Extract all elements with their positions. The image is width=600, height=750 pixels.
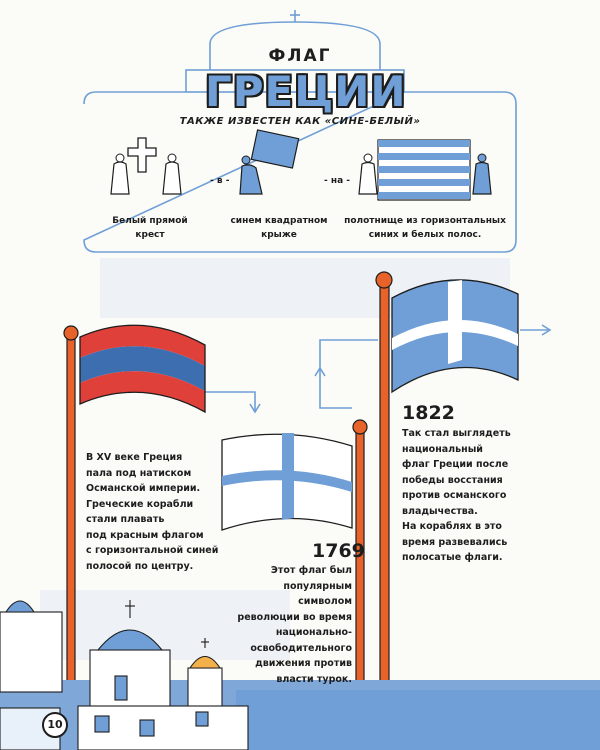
connector-on: - на - xyxy=(324,176,351,186)
flag-ottoman-era xyxy=(79,324,206,414)
caption-stripes: полотнище из горизонтальных синих и белы… xyxy=(344,216,506,240)
history-text-1822: Так стал выглядеть национальный флаг Гре… xyxy=(402,428,511,563)
history-text-15th-century: В XV веке Греция пала под натиском Осман… xyxy=(86,452,219,572)
village-illustration xyxy=(0,600,600,750)
header-frame xyxy=(83,10,517,253)
flag-1822 xyxy=(391,279,519,394)
history-text-1769: Этот флаг был популярным символом револю… xyxy=(237,565,352,685)
timeline-arrows xyxy=(205,324,552,414)
caption-blue-canton: синем квадратном крыже xyxy=(230,216,328,240)
subtitle: ТАКЖЕ ИЗВЕСТЕН КАК «СИНЕ-БЕЛЫЙ» xyxy=(179,116,421,127)
flag-1769 xyxy=(221,433,353,531)
caption-white-cross: Белый прямой крест xyxy=(112,216,188,240)
year-1822: 1822 xyxy=(402,402,455,424)
page-number: 10 xyxy=(42,712,68,738)
equation-figure-cross xyxy=(110,137,182,195)
year-1769: 1769 xyxy=(312,540,365,562)
equation-figure-canton xyxy=(239,129,300,195)
connector-in: - в - xyxy=(210,176,230,186)
title-country-word: ГРЕЦИИ xyxy=(205,67,407,116)
equation-figure-stripes xyxy=(358,139,492,201)
title-flag-word: ФЛАГ xyxy=(268,46,332,66)
